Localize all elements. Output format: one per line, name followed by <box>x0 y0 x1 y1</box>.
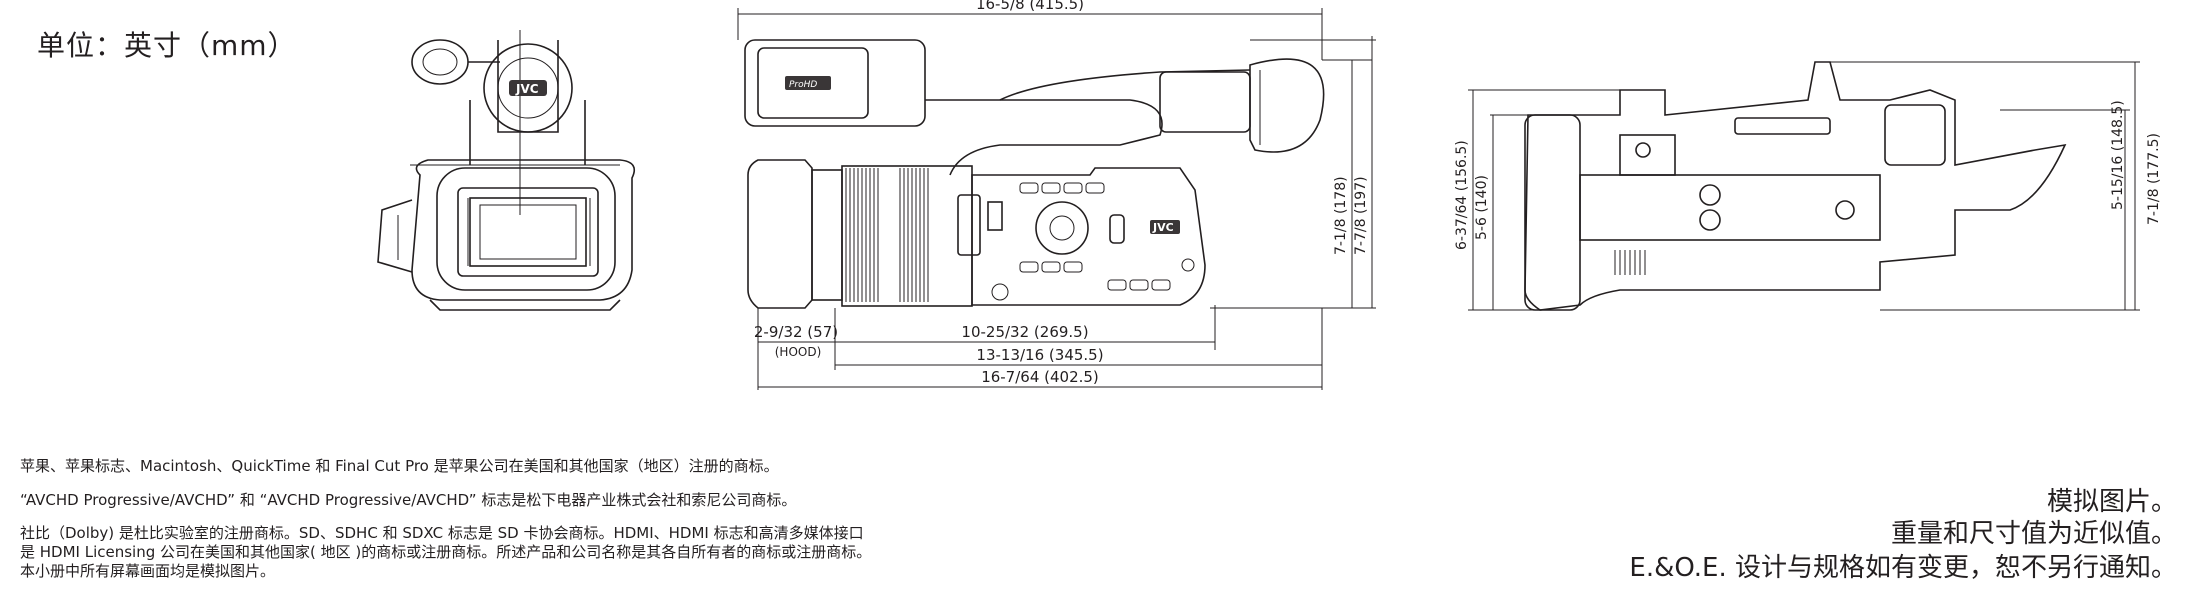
dim-bottom-total: 16-7/64 (402.5) <box>981 368 1099 386</box>
dim-height2: 7-7/8 (197) <box>1353 176 1369 255</box>
dim-top-total: 16-5/8 (415.5) <box>976 0 1084 13</box>
dim-left2: 5-6 (140) <box>1474 175 1490 240</box>
trademark-note-avchd: “AVCHD Progressive/AVCHD” 和 “AVCHD Progr… <box>20 491 797 509</box>
note3-line-c: 本小册中所有屏幕画面均是模拟图片。 <box>20 562 276 580</box>
side-view: 16-5/8 (415.5) ProHD <box>737 0 1376 390</box>
prohd-badge: ProHD <box>789 80 817 90</box>
focus-ring-ticks <box>845 168 929 302</box>
dim-right1: 5-15/16 (148.5) <box>2110 100 2126 210</box>
dim-body: 10-25/32 (269.5) <box>961 323 1088 341</box>
trademark-note-dolby-hdmi: 社比（Dolby) 是杜比实验室的注册商标。SD、SDHC 和 SDXC 标志是… <box>20 524 871 581</box>
disclaimer-simulated: 模拟图片。 <box>2046 487 2177 517</box>
trademark-note-apple: 苹果、苹果标志、Macintosh、QuickTime 和 Final Cut … <box>20 457 779 475</box>
unit-label: 单位：英寸（mm） <box>37 29 297 62</box>
disclaimer-approximate: 重量和尺寸值为近似值。 <box>1890 519 2177 549</box>
dim-height1: 7-1/8 (178) <box>1333 176 1349 255</box>
side-logo: JVC <box>1152 221 1174 234</box>
dim-hood: 2-9/32 (57) <box>754 323 838 341</box>
dim-right2: 7-1/8 (177.5) <box>2146 133 2162 225</box>
front-logo: JVC <box>515 82 539 96</box>
note3-line-b: 是 HDMI Licensing 公司在美国和其他国家( 地区 )的商标或注册商… <box>20 543 872 561</box>
top-view: 6-37/64 (156.5) 5-6 (140) 5-15/16 (148.5… <box>1454 61 2162 311</box>
dim-mid: 13-13/16 (345.5) <box>976 346 1103 364</box>
disclaimer-eoe: E.&O.E. 设计与规格如有变更，恕不另行通知。 <box>1629 553 2177 583</box>
dim-hood-note: (HOOD) <box>775 345 822 359</box>
dim-left1: 6-37/64 (156.5) <box>1454 140 1470 250</box>
side-buttons <box>991 182 1195 301</box>
note3-line-a: 社比（Dolby) 是杜比实验室的注册商标。SD、SDHC 和 SDXC 标志是… <box>20 524 864 542</box>
front-view: JVC <box>377 30 636 311</box>
top-grip-ticks <box>1614 250 1646 275</box>
